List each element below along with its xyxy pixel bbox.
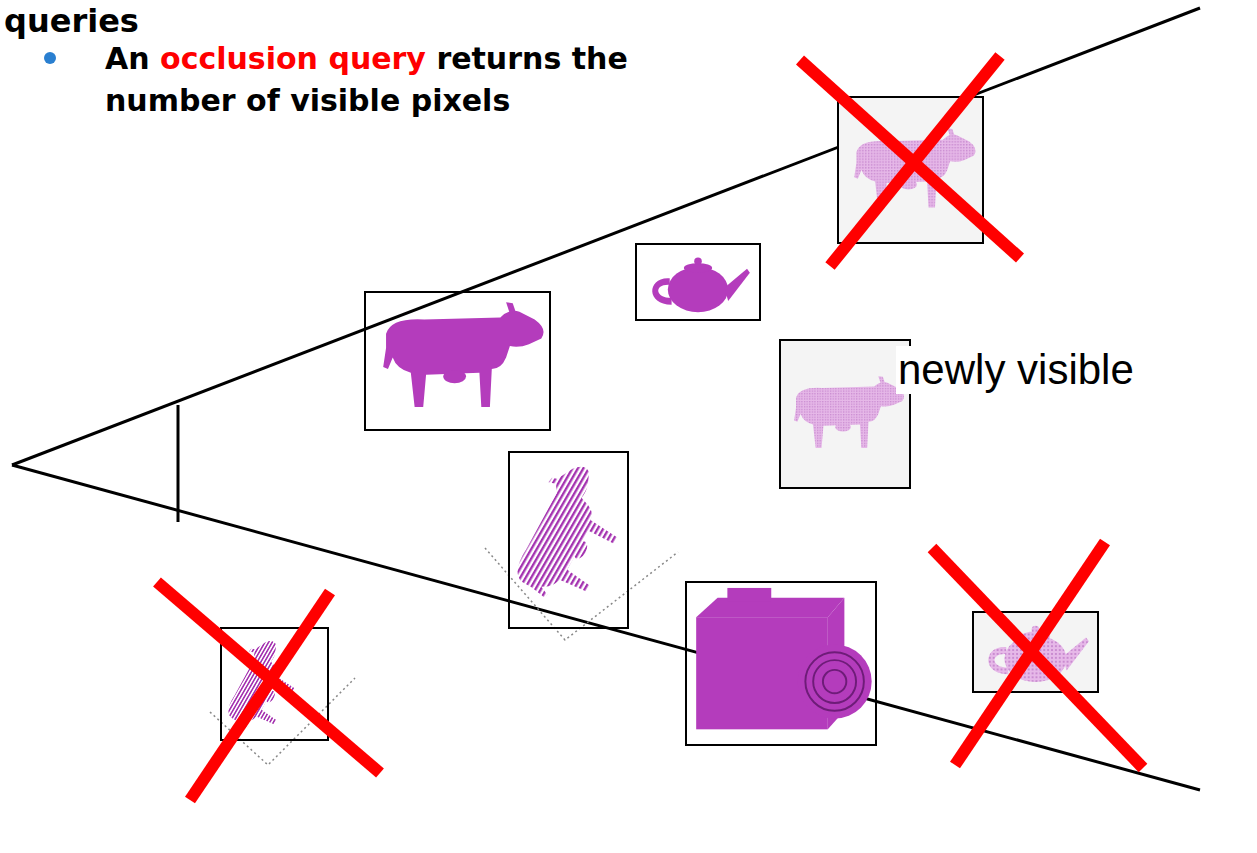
object-box <box>365 292 550 430</box>
highlight-term: occlusion query <box>160 41 426 76</box>
scene-objects <box>210 97 1098 765</box>
object-box <box>780 340 910 488</box>
culled-cross <box>157 56 1143 800</box>
bullet-phrase: An <box>105 41 150 76</box>
cow-object <box>498 455 640 614</box>
cow-object <box>794 376 904 448</box>
object-box <box>636 244 760 320</box>
object-box <box>686 582 876 745</box>
camera-object <box>696 588 872 729</box>
bullet-text: An occlusion query returns the number of… <box>105 38 765 122</box>
bullet-dot <box>44 52 56 64</box>
annotation-label: newly visible <box>896 346 1136 394</box>
teapot-object <box>652 258 750 313</box>
slide-title: queries <box>4 2 139 40</box>
cow-object <box>383 302 543 407</box>
view-frustum <box>12 8 1200 790</box>
bounding-outline <box>485 548 678 640</box>
